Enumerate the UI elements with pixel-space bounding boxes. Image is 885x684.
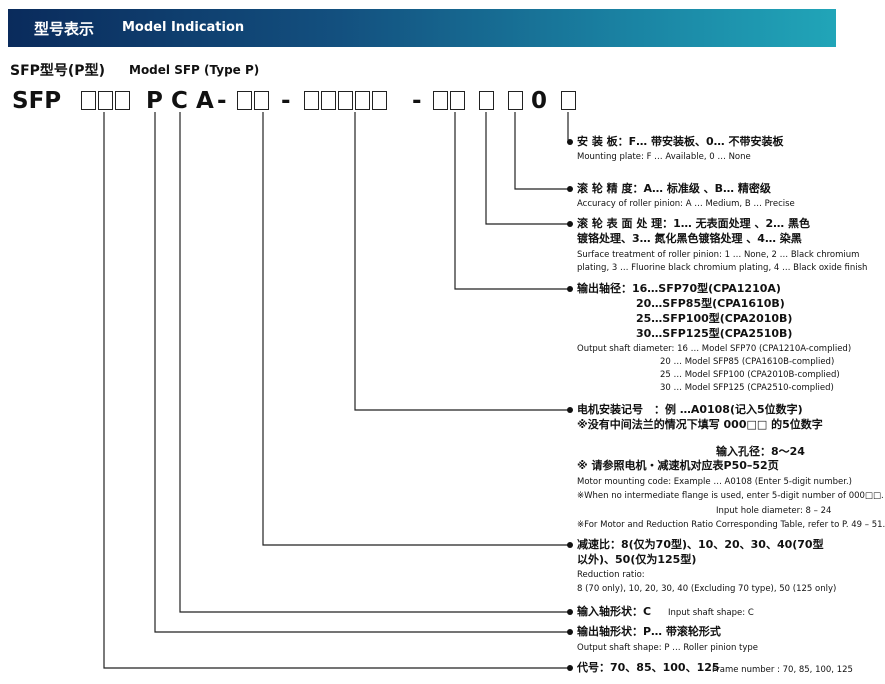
shaft-en-1: Output shaft diameter: 16 … Model SFP70 … xyxy=(577,344,852,354)
surface-cn-2: 镀铬处理、3… 氮化黑色镀铬处理 、4… 染黑 xyxy=(577,232,802,245)
surface-cn-1: 滚 轮 表 面 处 理：1… 无表面处理 、2… 黑色 xyxy=(577,217,810,230)
input-shaft-cn: 输入轴形状：C xyxy=(577,605,652,618)
bullet-input xyxy=(567,609,573,615)
subtitle-cn: SFP型号(P型) xyxy=(10,63,105,79)
motor-cn-1: 电机安装记号 ：例 …A0108(记入5位数字) xyxy=(577,403,803,416)
code-box-frame-3 xyxy=(115,91,130,110)
bullet-mount xyxy=(567,139,573,145)
surface-en-1: Surface treatment of roller pinion: 1 … … xyxy=(577,250,860,260)
header-title-en: Model Indication xyxy=(122,20,245,35)
motor-cn-2: ※没有中间法兰的情况下填写 000□□ 的5位数字 xyxy=(577,418,823,431)
code-box-motor-1 xyxy=(304,91,319,110)
shaft-en-3: 25 … Model SFP100 (CPA2010B-complied) xyxy=(660,370,840,380)
frame-cn: 代号：70、85、100、125 xyxy=(577,661,720,674)
code-box-motor-2 xyxy=(321,91,336,110)
bullet-shaft xyxy=(567,286,573,292)
code-box-frame-1 xyxy=(81,91,96,110)
code-letter-p: P xyxy=(146,88,163,114)
surface-en-2: plating, 3 … Fluorine black chromium pla… xyxy=(577,263,868,273)
input-shaft-en: Input shaft shape: C xyxy=(668,608,754,618)
output-shaft-cn: 输出轴形状：P… 带滚轮形式 xyxy=(577,625,721,638)
motor-cn-3: 输入孔径：8～24 xyxy=(716,445,805,458)
header-title-cn: 型号表示 xyxy=(34,20,95,38)
shaft-en-2: 20 … Model SFP85 (CPA1610B-complied) xyxy=(660,357,835,367)
ratio-cn-1: 减速比：8(仅为70型)、10、20、30、40(70型 xyxy=(577,538,824,551)
code-box-motor-3 xyxy=(338,91,353,110)
motor-en-1: Motor mounting code: Example … A0108 (En… xyxy=(577,477,852,487)
frame-en: Frame number : 70, 85, 100, 125 xyxy=(712,665,853,675)
bullet-surface xyxy=(567,221,573,227)
code-box-motor-4 xyxy=(355,91,370,110)
subtitle-en: Model SFP (Type P) xyxy=(129,63,260,77)
ratio-cn-2: 以外)、50(仅为125型) xyxy=(577,553,697,566)
code-box-accuracy xyxy=(508,91,523,110)
code-box-shaft-1 xyxy=(433,91,448,110)
motor-en-3: Input hole diameter: 8 – 24 xyxy=(716,506,832,516)
code-box-surface xyxy=(479,91,494,110)
bullet-frame xyxy=(567,665,573,671)
code-box-motor-5 xyxy=(372,91,387,110)
bullet-output xyxy=(567,629,573,635)
ratio-en-2: 8 (70 only), 10, 20, 30, 40 (Excluding 7… xyxy=(577,584,837,594)
shaft-cn-2: 20…SFP85型(CPA1610B) xyxy=(636,297,785,310)
accuracy-en: Accuracy of roller pinion: A … Medium, B… xyxy=(577,199,795,209)
section-header-bar: 型号表示 Model Indication xyxy=(8,9,836,47)
ratio-en-1: Reduction ratio: xyxy=(577,570,645,580)
shaft-cn-4: 30…SFP125型(CPA2510B) xyxy=(636,327,793,340)
mount-en: Mounting plate: F … Available, 0 … None xyxy=(577,152,751,162)
motor-en-4: ※For Motor and Reduction Ratio Correspon… xyxy=(577,520,885,530)
accuracy-cn: 滚 轮 精 度：A… 标准级 、B… 精密级 xyxy=(577,182,771,195)
code-dash-2: - xyxy=(281,88,291,114)
code-box-frame-2 xyxy=(98,91,113,110)
motor-en-2: ※When no intermediate flange is used, en… xyxy=(577,491,884,501)
code-zero: 0 xyxy=(531,88,548,114)
bullet-accuracy xyxy=(567,186,573,192)
code-letter-a: A xyxy=(196,88,214,114)
code-box-ratio-2 xyxy=(254,91,269,110)
code-dash-1: - xyxy=(217,88,227,114)
code-box-shaft-2 xyxy=(450,91,465,110)
code-letter-c: C xyxy=(171,88,188,114)
code-box-ratio-1 xyxy=(237,91,252,110)
bullet-ratio xyxy=(567,542,573,548)
shaft-en-4: 30 … Model SFP125 (CPA2510-complied) xyxy=(660,383,834,393)
shaft-cn-3: 25…SFP100型(CPA2010B) xyxy=(636,312,793,325)
mount-cn: 安 装 板：F… 带安装板、0… 不带安装板 xyxy=(577,135,784,148)
code-dash-3: - xyxy=(412,88,422,114)
output-shaft-en: Output shaft shape: P … Roller pinion ty… xyxy=(577,643,759,653)
code-prefix: SFP xyxy=(12,88,62,114)
code-box-mount xyxy=(561,91,576,110)
motor-cn-4: ※ 请参照电机・减速机对应表P50–52页 xyxy=(577,459,779,472)
shaft-cn-1: 输出轴径：16…SFP70型(CPA1210A) xyxy=(577,282,781,295)
bullet-motor xyxy=(567,407,573,413)
leader-lines xyxy=(103,112,573,671)
